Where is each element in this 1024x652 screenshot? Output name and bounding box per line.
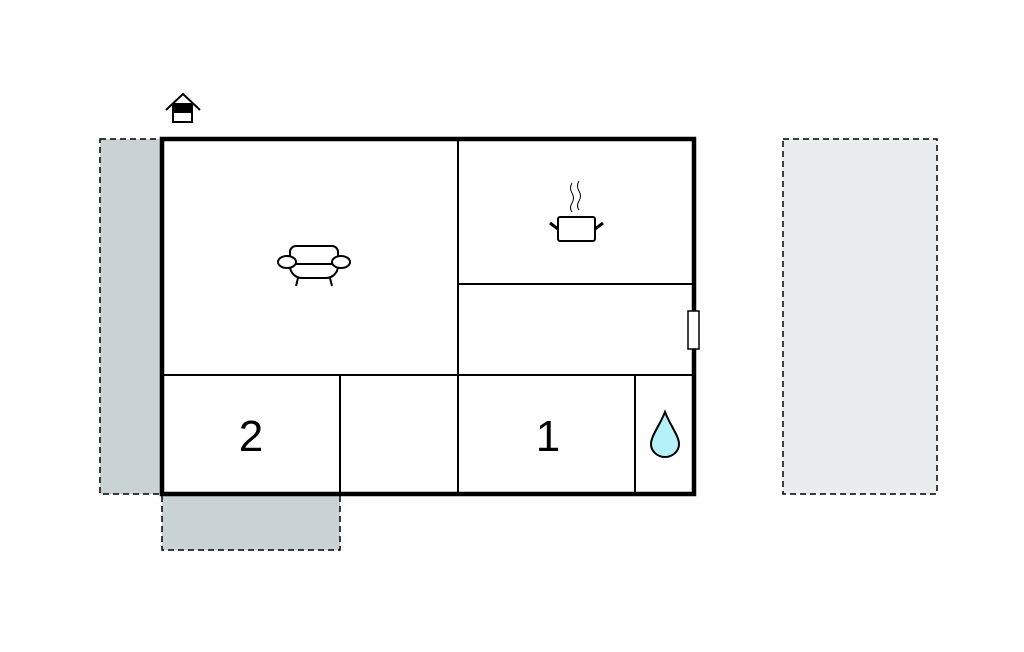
terrace-bottom [161, 493, 341, 551]
armchair-icon [277, 245, 351, 287]
terrace-left [99, 138, 163, 495]
house-entrance-icon [165, 92, 201, 123]
room-label-1: 1 [536, 412, 560, 461]
interior-walls [162, 139, 694, 494]
window [687, 310, 700, 350]
room-label-2: 2 [239, 412, 263, 461]
cooking-pot-icon [549, 180, 604, 242]
annex-right [782, 138, 938, 495]
water-drop-icon [649, 409, 681, 458]
